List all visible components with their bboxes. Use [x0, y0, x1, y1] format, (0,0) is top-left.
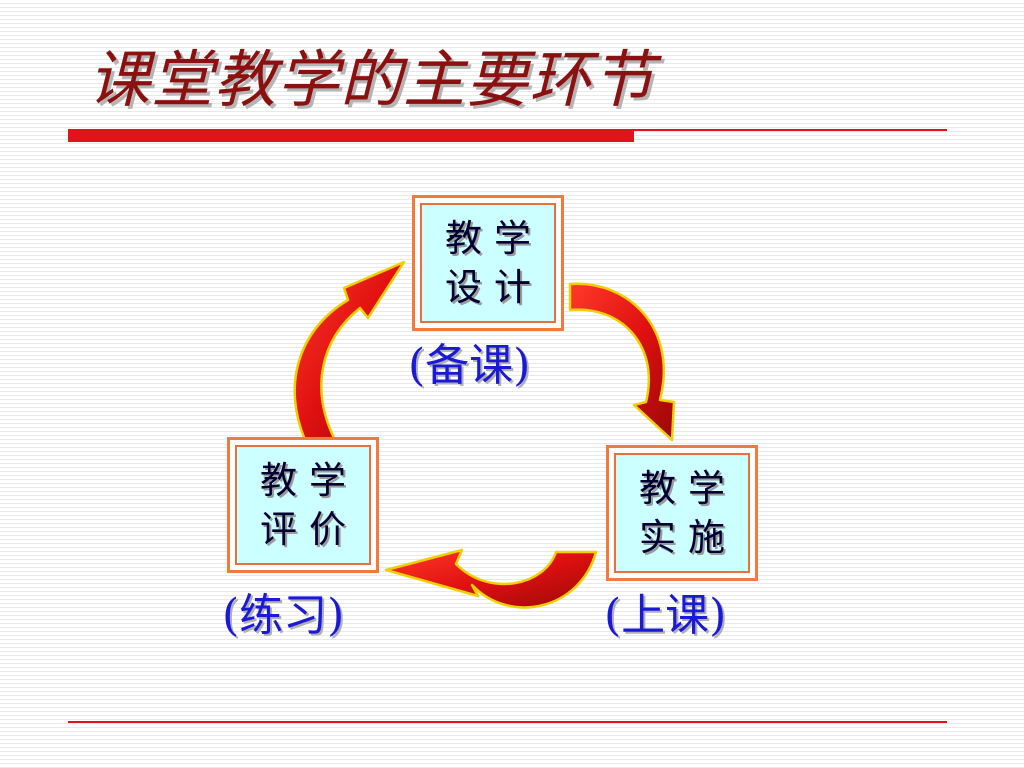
node-implementation-line2: 实施	[639, 516, 737, 559]
arrow-implementation-to-evaluation	[384, 548, 598, 609]
node-teaching-design-box: 教学 设计	[420, 203, 556, 323]
node-teaching-design: 教学 设计	[412, 195, 564, 331]
title-underline-thick	[68, 129, 634, 142]
slide-title: 课堂教学的主要环节	[88, 43, 656, 116]
node-implementation-line1: 教学	[639, 467, 737, 510]
caption-design: (备课)	[408, 340, 531, 391]
node-teaching-evaluation-box: 教学 评价	[235, 445, 371, 565]
node-design-line2: 设计	[445, 266, 543, 309]
node-teaching-implementation: 教学 实施	[606, 445, 758, 581]
node-teaching-implementation-box: 教学 实施	[614, 453, 750, 573]
arrow-evaluation-to-design	[293, 260, 406, 442]
title-underline-thin	[634, 129, 947, 131]
node-evaluation-line2: 评价	[260, 508, 358, 551]
caption-evaluation: (练习)	[222, 590, 345, 641]
footer-rule	[68, 721, 947, 723]
node-evaluation-line1: 教学	[260, 459, 358, 502]
caption-implementation: (上课)	[604, 590, 727, 641]
node-teaching-evaluation: 教学 评价	[227, 437, 379, 573]
node-design-line1: 教学	[445, 217, 543, 260]
arrow-design-to-implementation	[568, 282, 676, 442]
